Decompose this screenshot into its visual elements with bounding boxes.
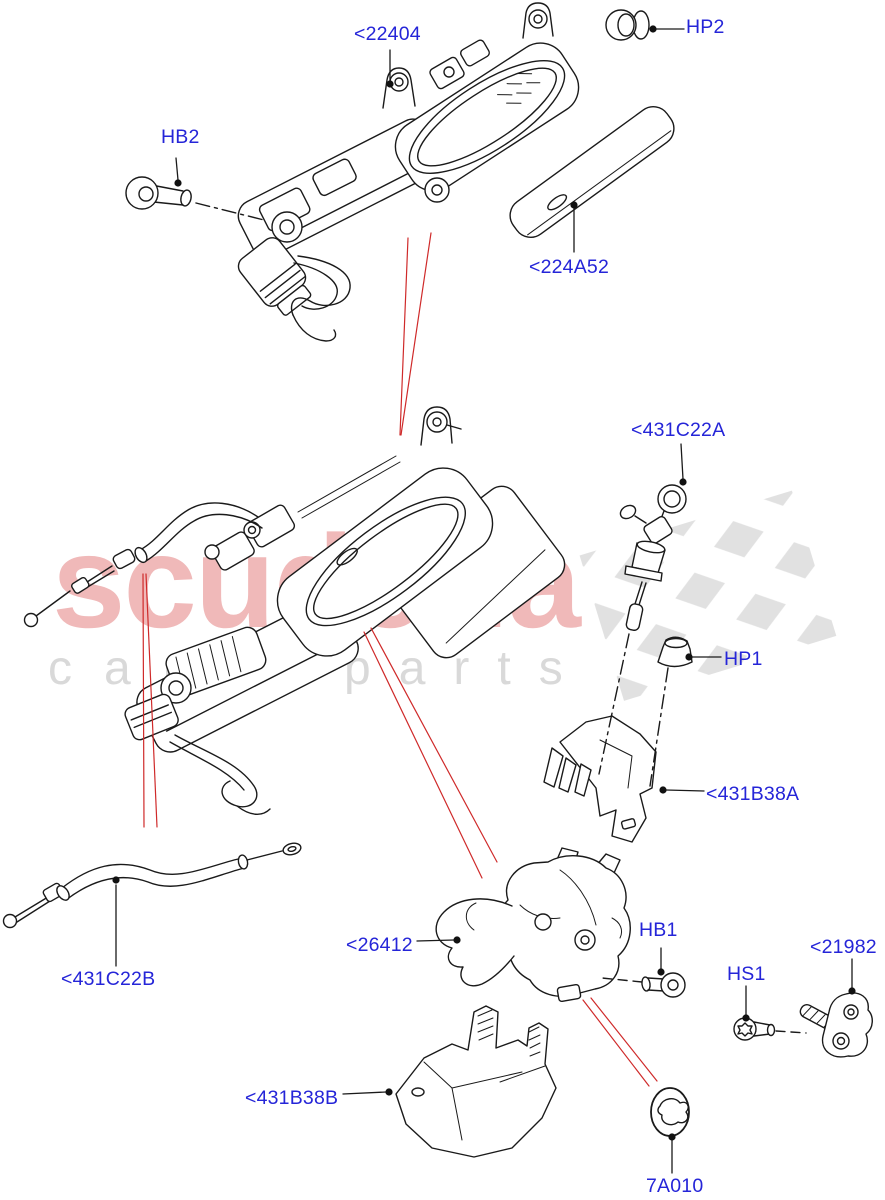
callout-224a52[interactable]: <224A52 (529, 256, 610, 278)
lock-rod-bracket-drawing (543, 715, 657, 843)
checkered-flag-watermark (579, 490, 837, 701)
grommet-hp1-drawing (657, 636, 693, 668)
callout-431c22a[interactable]: <431C22A (631, 419, 726, 441)
callout-leader-lines (115, 28, 853, 1174)
callout-hs1[interactable]: HS1 (727, 963, 766, 985)
handle-mechanism-middle-drawing (23, 406, 566, 815)
striker-drawing (799, 992, 873, 1058)
callout-hb1[interactable]: HB1 (639, 919, 678, 941)
callout-431b38b[interactable]: <431B38B (245, 1087, 339, 1109)
door-latch-drawing (435, 847, 631, 1003)
grommet-hp2-drawing (605, 9, 650, 41)
callout-hp1[interactable]: HP1 (724, 648, 763, 670)
callout-7a010[interactable]: 7A010 (646, 1175, 704, 1197)
bolt-hb1-drawing (641, 972, 686, 998)
callout-21982[interactable]: <21982 (810, 936, 877, 958)
screw-hs1-drawing (733, 1017, 776, 1041)
callout-431b38a[interactable]: <431B38A (706, 783, 800, 805)
red-locator-lines (142, 232, 658, 1087)
callout-hp2[interactable]: HP2 (686, 16, 725, 38)
assembly-axis-lines (195, 202, 669, 787)
callout-leader-dots (112, 25, 856, 1141)
callout-431c22b[interactable]: <431C22B (61, 968, 156, 990)
bolt-hb2-drawing (125, 176, 192, 210)
seal-drawing (650, 1087, 690, 1137)
handle-mechanism-top-drawing (237, 2, 580, 342)
callout-hb2[interactable]: HB2 (161, 126, 200, 148)
handle-applique-drawing (509, 106, 675, 238)
callout-26412[interactable]: <26412 (346, 934, 413, 956)
callout-22404[interactable]: <22404 (354, 23, 421, 45)
lock-rod-drawing (619, 484, 687, 631)
release-cable-drawing (2, 842, 302, 929)
fastener-axis-lines (601, 977, 807, 1034)
latch-shield-drawing (395, 1005, 557, 1158)
